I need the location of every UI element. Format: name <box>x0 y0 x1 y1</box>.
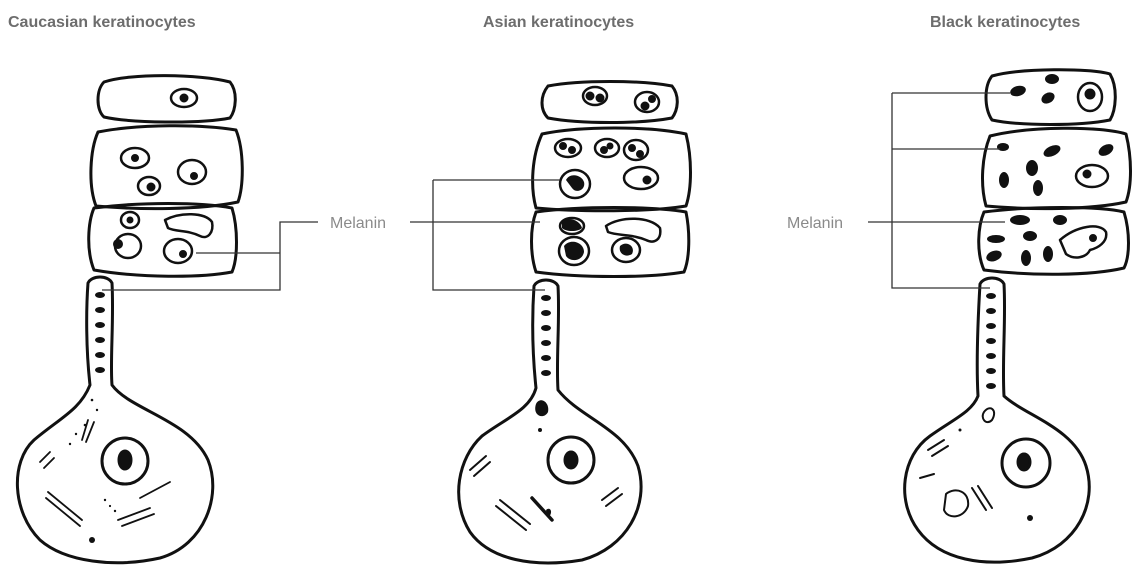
keratinocyte-top <box>98 76 235 122</box>
nucleus <box>165 214 212 237</box>
panel-caucasian <box>17 76 242 563</box>
nucleus <box>624 167 658 189</box>
melanin-granules <box>997 142 1115 196</box>
melanosomes <box>535 295 551 518</box>
nucleus <box>624 140 648 160</box>
keratinocyte-lower <box>532 208 689 277</box>
keratinocyte-top <box>542 82 677 123</box>
nucleus <box>164 239 192 263</box>
melanin-granules <box>1009 74 1059 106</box>
melanin-leader-lines <box>102 93 1010 290</box>
keratinocyte-middle <box>983 128 1131 208</box>
panel-asian <box>459 82 691 563</box>
melanosomes <box>69 292 116 543</box>
organelles <box>920 408 994 516</box>
organelles <box>470 456 622 530</box>
nucleus <box>1060 226 1106 257</box>
nucleus <box>178 160 206 184</box>
melanin-label: Melanin <box>787 215 843 232</box>
melanocyte <box>17 277 212 563</box>
keratinocyte-middle <box>91 126 242 209</box>
nucleus <box>555 139 581 157</box>
panel-black <box>905 70 1131 562</box>
keratinocyte-lower <box>89 204 237 277</box>
melanocyte <box>905 278 1090 562</box>
nucleus <box>606 219 660 242</box>
melanin-label: Melanin <box>330 215 386 232</box>
nucleus <box>1076 165 1108 187</box>
melanocyte <box>459 280 641 563</box>
